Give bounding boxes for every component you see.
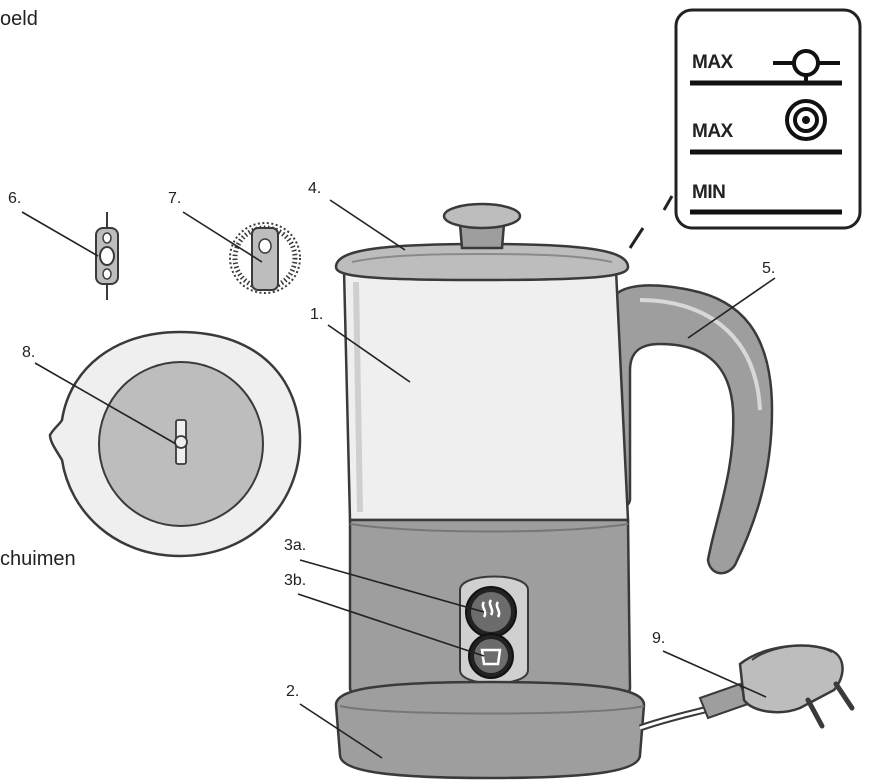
plug-pin xyxy=(805,697,825,729)
leader-9 xyxy=(662,650,767,698)
leader-3a xyxy=(299,559,485,613)
leader-4 xyxy=(329,199,406,251)
label-7: 7. xyxy=(168,190,182,207)
steam-icon xyxy=(481,599,501,618)
leader-3b xyxy=(297,593,485,657)
jug-body xyxy=(342,268,630,522)
min-label: MIN xyxy=(692,182,726,203)
leader-6 xyxy=(21,211,99,257)
leader-2 xyxy=(299,703,383,759)
leader-lines xyxy=(21,199,776,759)
caption-top-left: oeld xyxy=(0,8,38,30)
label-4: 4. xyxy=(308,180,322,197)
frothing-disc-symbol-icon xyxy=(785,99,827,141)
lid-knob xyxy=(442,202,522,230)
leader-1 xyxy=(327,324,411,383)
max-disc-label: MAX xyxy=(692,121,733,142)
jug xyxy=(342,268,774,575)
label-5: 5. xyxy=(762,260,776,277)
label-8: 8. xyxy=(22,344,36,361)
whisk-part xyxy=(95,212,119,300)
label-3a: 3a. xyxy=(284,537,307,554)
frothing-spring-part xyxy=(229,222,301,294)
lid xyxy=(334,202,630,282)
whisk-symbol-icon xyxy=(773,49,840,83)
plug xyxy=(738,644,844,714)
power-cord xyxy=(638,644,855,732)
caption-left: chuimen xyxy=(0,548,76,570)
cup-icon xyxy=(480,648,502,666)
level-inset-box xyxy=(674,8,862,230)
power-base xyxy=(334,680,646,780)
handle xyxy=(609,284,774,575)
label-3b: 3b. xyxy=(284,572,307,589)
motor-unit xyxy=(348,518,632,706)
leader-7 xyxy=(182,211,263,263)
label-9: 9. xyxy=(652,630,666,647)
leader-8 xyxy=(34,362,177,445)
label-6: 6. xyxy=(8,190,22,207)
plug-pin xyxy=(833,681,855,711)
leader-5 xyxy=(687,277,776,339)
label-2: 2. xyxy=(286,683,300,700)
label-1: 1. xyxy=(310,306,324,323)
max-whisk-label: MAX xyxy=(692,52,733,73)
